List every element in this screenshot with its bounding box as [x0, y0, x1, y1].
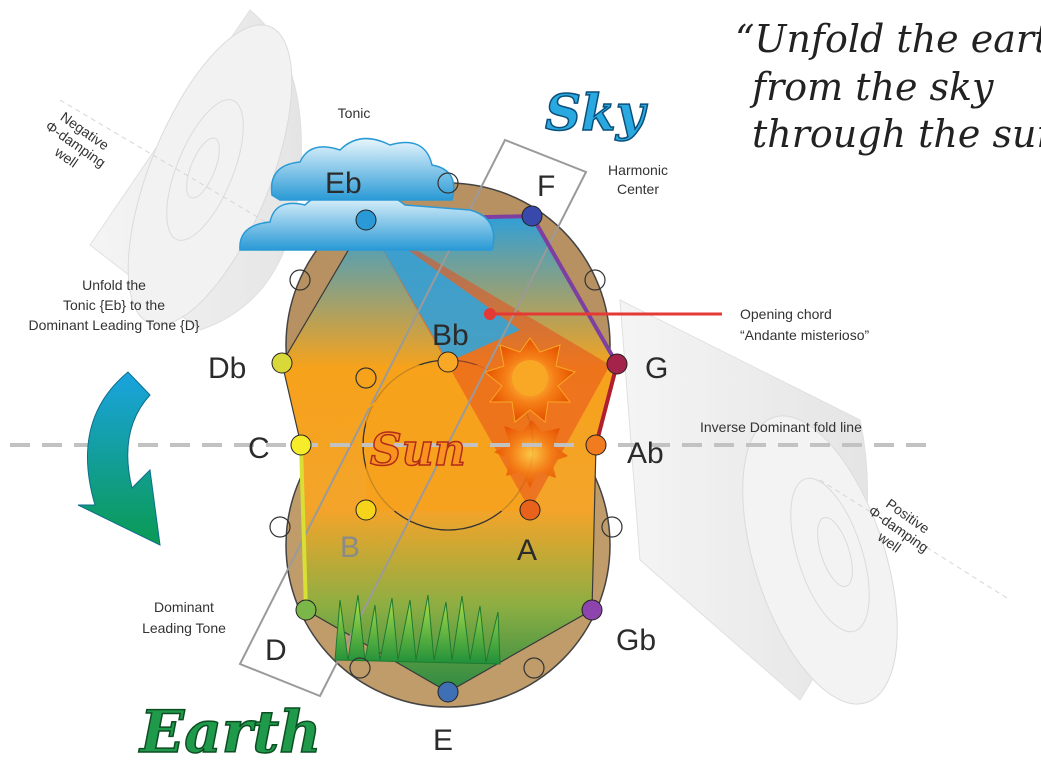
node-g	[606, 353, 628, 375]
opening-chord-dot	[484, 308, 496, 320]
harmonic-center-label-1: Harmonic	[608, 162, 668, 178]
label-ab: Ab	[627, 437, 664, 470]
purple-edge-right	[530, 215, 619, 365]
node-c	[290, 434, 312, 456]
node-d	[295, 599, 317, 621]
label-f: F	[537, 170, 555, 203]
label-d: D	[265, 634, 287, 667]
quote: “Unfold the earth from the sky through t…	[735, 17, 1041, 156]
node-bb	[437, 351, 459, 373]
fold-strip	[238, 138, 588, 698]
node-a	[519, 499, 541, 521]
opening-chord-label-1: Opening chord	[740, 306, 832, 322]
note-labels: Eb F Bb Db G C Ab B A D Gb E	[208, 167, 668, 757]
orange-edge	[300, 361, 449, 446]
fold-line-label: Inverse Dominant fold line	[700, 419, 862, 435]
node-gb	[581, 599, 603, 621]
node-ab	[585, 434, 607, 456]
node-db	[271, 352, 293, 374]
harmonic-center-label-2: Center	[617, 181, 659, 197]
sun-burst-icon	[483, 337, 577, 488]
label-b: B	[340, 531, 360, 564]
label-g: G	[645, 352, 668, 385]
curved-arrow-icon	[77, 371, 161, 546]
quote-line-3: through the sun.”	[752, 112, 1041, 156]
node-b	[355, 499, 377, 521]
tonic-label: Tonic	[338, 105, 371, 121]
opening-chord-label-2: “Andante misterioso”	[740, 327, 870, 343]
node-eb	[355, 209, 377, 231]
quote-line-1: “Unfold the earth	[735, 17, 1041, 61]
note-nodes	[271, 205, 628, 703]
sky-wedge	[366, 220, 520, 362]
empty-nodes	[269, 172, 623, 679]
yellow-edge	[299, 444, 308, 611]
label-e: E	[433, 724, 453, 757]
label-db: Db	[208, 352, 246, 385]
red-edge	[594, 363, 619, 446]
label-bb: Bb	[432, 319, 469, 352]
quote-line-2: from the sky	[749, 65, 994, 109]
label-gb: Gb	[616, 624, 656, 657]
node-e	[437, 681, 459, 703]
unfold-label-2: Tonic {Eb} to the	[63, 297, 165, 313]
earth-title: Earth	[138, 698, 321, 763]
unfold-label-3: Dominant Leading Tone {D}	[29, 317, 200, 333]
dominant-label-1: Dominant	[154, 599, 214, 615]
dominant-label-2: Leading Tone	[142, 620, 226, 636]
sun-title: Sun	[370, 425, 466, 476]
positive-damping-cone	[619, 299, 1011, 705]
negative-well-label: Negative Φ-damping well	[43, 109, 113, 171]
sky-title: Sky	[545, 83, 648, 142]
label-eb: Eb	[325, 167, 362, 200]
label-a: A	[517, 534, 537, 567]
grass-icon	[334, 594, 501, 665]
unfold-label-1: Unfold the	[82, 277, 146, 293]
node-f	[521, 205, 543, 227]
label-c: C	[248, 432, 270, 465]
